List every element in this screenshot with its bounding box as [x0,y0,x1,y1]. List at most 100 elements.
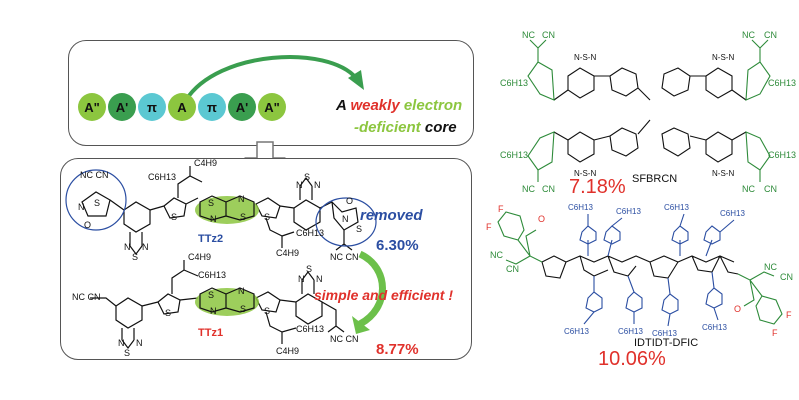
idtidt-c6h13-1: C6H13 [568,203,593,212]
unit-label-6: A" [264,100,280,115]
molecule-panel [60,158,472,360]
c4h9-ttz1-bottom: C4H9 [276,346,299,356]
sfbrcn-fluorene-bottom [609,119,691,157]
idtidt-c6h13-3: C6H13 [664,203,689,212]
sfbrcn-end-group-br [745,131,771,182]
idtidt-c6h13-7: C6H13 [652,329,677,338]
svg-text:CN: CN [780,272,793,282]
atom-nitrogen-5: N [142,242,149,252]
c4h9-ttz2-top: C4H9 [194,158,217,168]
svg-text:CN: CN [764,184,777,194]
caption-line1: A weakly electron [335,97,462,114]
svg-text:CN: CN [542,184,555,194]
atom-nitrogen-12: N [296,180,303,190]
idtidt-name: IDTIDT-DFIC [634,337,698,349]
sfbrcn-fluorene-top [609,67,691,101]
atom-sulfur-6: S [171,212,177,222]
svg-text:CN: CN [764,30,777,40]
svg-text:N-S-N: N-S-N [712,53,734,62]
ttz1-right-thiophene [255,291,281,313]
atom-sulfur-22: S [208,290,214,300]
unit-circle-5 [228,93,256,121]
sfbrcn-cyano-br: NC [742,184,755,194]
atom-nitrogen-20: N [136,338,143,348]
sfbrcn-molecule: NC CN NC CN C6H13 C6H13 C6H13 C6H13 NC C… [500,30,796,194]
ttz2-right-thiophene [255,197,281,219]
svg-text:CN: CN [506,264,519,274]
idtidt-f-1: F [498,204,504,214]
atom-sulfur-24: S [240,304,246,314]
unit-label-5: A' [236,100,248,115]
cyano-ttz1-left: NC CN [72,292,101,302]
atom-sulfur-21: S [165,308,171,318]
unit-circle-3 [168,93,196,121]
atom-nitrogen-23: N [210,306,217,316]
idtidt-c6h13-5: C6H13 [564,327,589,336]
ttz1-right-benzothiadiazole [295,293,323,325]
removed-left-circle [65,169,127,231]
ttz1-left-benzothiadiazole [115,297,143,329]
sfbrcn-cyano-bl: NC [522,184,535,194]
sfbrcn-end-group-tl [527,39,555,101]
svg-text:O: O [538,214,545,224]
ttz1-efficiency: 8.77% [376,341,419,358]
svg-text:N-S-N: N-S-N [712,169,734,178]
idtidt-f-2: F [486,222,492,232]
atom-nitrogen-8: N [210,214,217,224]
simplify-arrow [358,250,386,328]
sfbrcn-efficiency: 7.18% [569,176,626,198]
c6h13-ttz1-top: C6H13 [198,270,226,280]
atom-nitrogen-27: N [298,274,305,284]
removed-right-circle [315,197,377,247]
idtidt-c6h13-2: C6H13 [616,207,641,216]
sfbrcn-cyano-tr: NC [742,30,755,40]
sfbrcn-end-group-bl [527,131,555,182]
idtidt-end-group-right [737,271,783,325]
caption-line2: -deficient core [354,119,457,136]
idtidt-f-4: F [786,310,792,320]
cyano-ttz2-left: NC CN [80,170,109,180]
sfbrcn-name: SFBRCN [632,173,677,185]
svg-text:N-S-N: N-S-N [574,53,596,62]
sfbrcn-cyano-tl: NC [522,30,535,40]
ttz2-right-rhodanine-ring [331,200,359,231]
sfbrcn-c6h13-tr: C6H13 [768,78,796,88]
ttz2-left-benzothiadiazole [123,201,151,233]
atom-sulfur-7: S [208,198,214,208]
sfbrcn-end-group-tr [745,39,771,101]
atom-sulfur-17: S [356,224,362,234]
unit-label-2: π [147,100,157,115]
atom-oxygen-2: O [84,220,91,230]
ttz2-efficiency: 6.30% [376,237,419,254]
idtidt-backbone [541,255,739,279]
atom-sulfur-19: S [124,348,130,358]
c4h9-ttz2-bottom: C4H9 [276,248,299,258]
unit-circle-4 [198,93,226,121]
unit-label-3: A [177,100,187,115]
atom-nitrogen-14: N [314,180,321,190]
ttz1-left-thiophene [157,293,181,315]
ttz2-rhodanine-ring [81,191,111,217]
svg-text:CN: CN [542,30,555,40]
idtidt-efficiency: 10.06% [598,348,666,370]
atom-nitrogen-29: N [316,274,323,284]
atom-nitrogen-3: N [124,242,131,252]
c6h13-ttz2-bottom: C6H13 [296,228,324,238]
atom-oxygen-15: O [346,196,353,206]
cyano-ttz1-right: NC CN [330,334,359,344]
c6h13-ttz2-top: C6H13 [148,172,176,182]
svg-text:NC: NC [764,262,777,272]
unit-circle-0 [78,93,106,121]
atom-sulfur-13: S [304,172,310,182]
idtidt-c6h13-6: C6H13 [618,327,643,336]
atom-nitrogen-18: N [118,338,125,348]
atom-sulfur-9: S [240,212,246,222]
atom-sulfur-26: S [264,306,270,316]
ttz1-core-highlight [195,287,259,316]
atom-nitrogen-1: N [78,202,85,212]
idtidt-end-group-left [497,211,543,265]
curved-arrow [184,55,358,102]
idtidt-c6h13-4: C6H13 [720,209,745,218]
